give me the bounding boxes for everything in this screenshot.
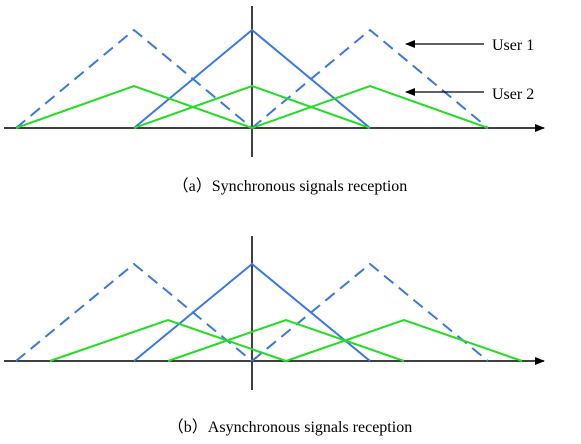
panel-b-caption: （b）Asynchronous signals reception	[168, 418, 412, 436]
panel-a-user1-pulse-2	[133, 28, 371, 129]
panel-b-user2-pulse-2	[167, 318, 405, 362]
panel-a-user2-pulse-2	[133, 84, 371, 129]
panel-b-user1-pulse-3	[251, 262, 489, 362]
panel-a-user1-pulse-3	[251, 28, 489, 129]
legend-user2-label: User 2	[492, 86, 534, 103]
panel-b-user1-pulse-2	[133, 262, 371, 362]
panel-a-user1-pulse-1	[15, 28, 253, 129]
panel-b-user2-pulse-3	[285, 318, 523, 362]
panel-b-user2-pulse-1	[49, 318, 287, 362]
panel-a-caption: （a）Synchronous signals reception	[173, 177, 408, 195]
legend-user1-label: User 1	[492, 37, 534, 54]
panel-b-user1-pulse-1	[15, 262, 253, 362]
panel-a-user2-pulse-1	[15, 84, 253, 129]
panel-a-user2-pulse-3	[251, 84, 489, 129]
panel-b: （b）Asynchronous signals reception	[4, 236, 545, 436]
panel-a: User 1 User 2 （a）Synchronous signals rec…	[4, 6, 545, 195]
